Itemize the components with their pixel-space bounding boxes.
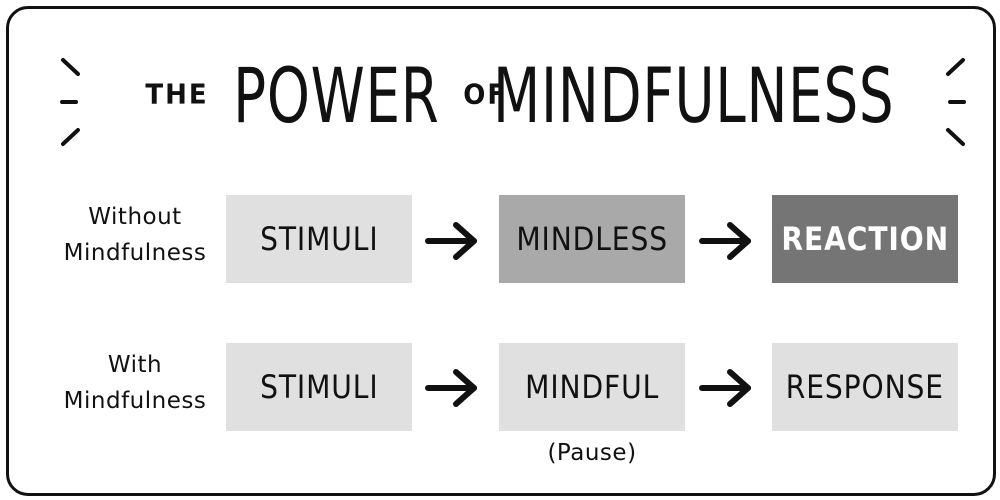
right-arrow-icon xyxy=(425,369,477,407)
row-label-with-mindfulness: With Mindfulness xyxy=(50,348,220,419)
step-label: RESPONSE xyxy=(785,368,945,406)
title-word-mindfulness: MINDFULNESS xyxy=(493,50,895,140)
step-box-reaction: REACTION xyxy=(772,195,958,283)
page-title: THE POWER OF MINDFULNESS xyxy=(0,40,1000,150)
pause-note: (Pause) xyxy=(547,440,637,466)
row-label-line: Without xyxy=(88,204,182,230)
step-box-stimuli: STIMULI xyxy=(226,343,412,431)
right-arrow-icon xyxy=(699,222,751,260)
step-label: REACTION xyxy=(781,220,949,258)
right-arrow-icon xyxy=(699,369,751,407)
step-label: STIMULI xyxy=(259,368,379,406)
row-label-without-mindfulness: Without Mindfulness xyxy=(50,200,220,271)
step-box-response: RESPONSE xyxy=(772,343,958,431)
step-box-stimuli: STIMULI xyxy=(226,195,412,283)
step-label: MINDFUL xyxy=(524,368,660,406)
emphasis-rays-icon-left xyxy=(60,58,80,146)
title-word-power: POWER xyxy=(232,50,440,140)
step-box-mindful: MINDFUL xyxy=(499,343,685,431)
title-word-of: OF xyxy=(463,79,508,111)
right-arrow-icon xyxy=(425,222,477,260)
step-box-mindless: MINDLESS xyxy=(499,195,685,283)
row-label-line: With xyxy=(107,352,163,378)
title-word-the: THE xyxy=(145,79,209,111)
emphasis-rays-icon-right xyxy=(946,58,966,146)
step-label: STIMULI xyxy=(259,220,379,258)
row-label-line: Mindfulness xyxy=(63,239,207,266)
row-label-line: Mindfulness xyxy=(63,387,207,414)
step-label: MINDLESS xyxy=(516,220,668,258)
